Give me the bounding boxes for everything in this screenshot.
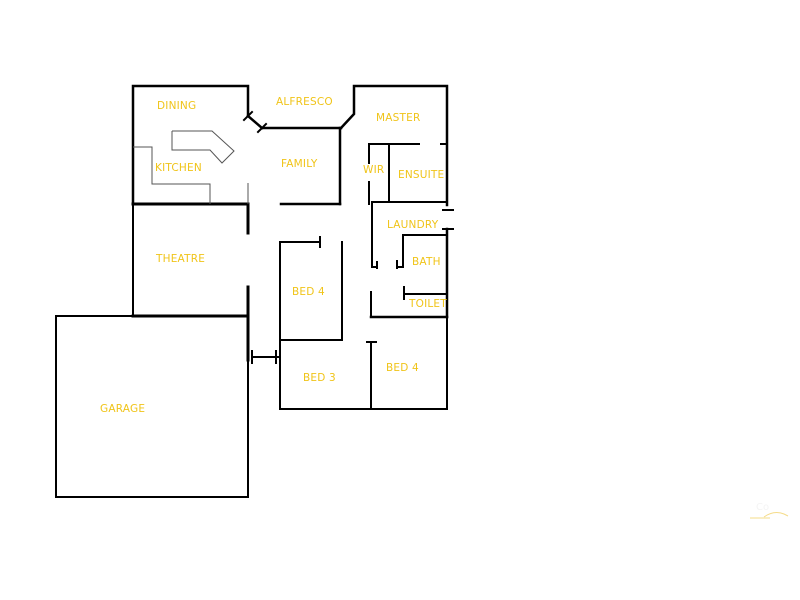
room-label-kitchen: KITCHEN [155,162,202,174]
wall-bath [402,234,448,268]
room-label-ensuite: ENSUITE [398,169,445,181]
room-label-bed4: BED 4 [292,286,325,298]
room-label-theatre: THEATRE [156,253,206,265]
room-label-toilet: TOILET [409,298,447,310]
wall-master-left-diag [339,84,449,207]
wall-alfresco-diagonal [246,114,264,130]
wall-dining-outer [131,84,250,206]
kitchen-fixtures [133,130,249,204]
kitchen-bench [133,146,211,204]
kitchen-island [171,130,235,164]
room-label-alfresco: ALFRESCO [276,96,333,108]
room-label-bed3: BED 3 [303,372,336,384]
wall-garage [55,315,249,498]
svg-text:Co: Co [756,502,769,513]
room-label-family: FAMILY [281,158,318,170]
room-label-dining: DINING [157,100,197,112]
door-jamb-1 [242,110,254,122]
house-roof-logo-icon: Co [750,502,789,519]
room-label-wir: WIR [363,164,385,176]
room-label-garage: GARAGE [100,403,146,415]
room-label-bed4-second: BED 4 [386,362,419,374]
walls [55,84,454,498]
wall-bed3 [279,316,448,410]
wall-wir [368,143,420,164]
room-label-bath: BATH [412,256,441,268]
room-label-master: MASTER [376,112,421,124]
room-label-laundry: LAUNDRY [387,219,439,231]
